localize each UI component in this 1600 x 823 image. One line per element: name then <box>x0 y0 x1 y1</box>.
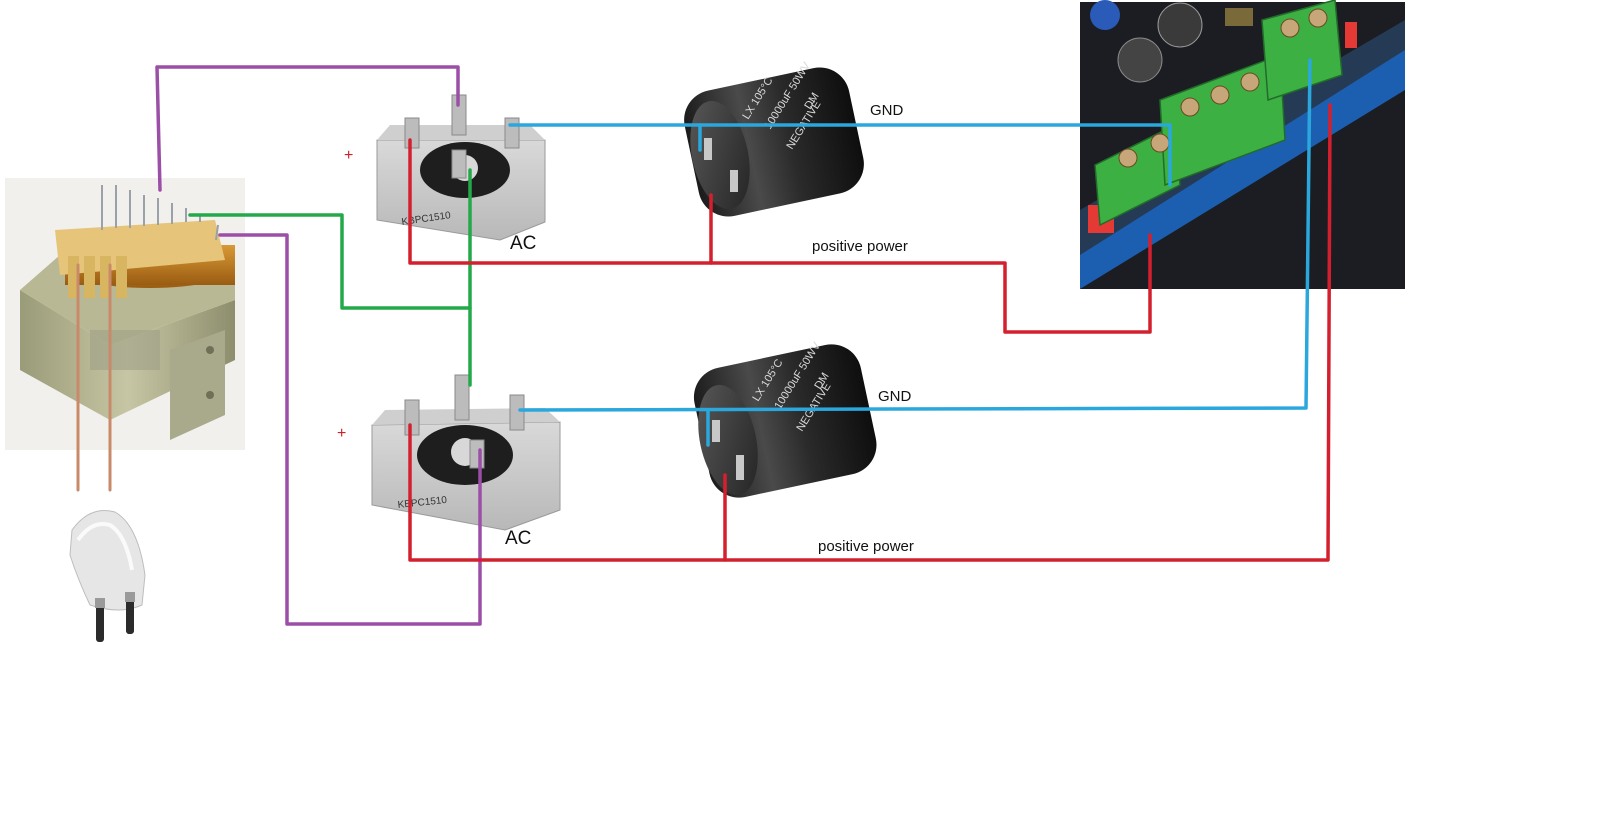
red-wire-top <box>408 138 1152 334</box>
gnd-label-bottom: GND <box>878 388 912 405</box>
capacitor-bottom: 10000uF 50WV NEGATIVE DM LX 105°C <box>693 340 877 498</box>
blue-wire-top <box>508 123 1172 187</box>
capacitor-top: 10000uF 50WV NEGATIVE DM LX 105°C <box>684 60 864 217</box>
amplifier-board-icon <box>1080 0 1405 289</box>
ac-label-top: AC <box>510 233 536 254</box>
plus-label-bottom: + <box>337 425 346 442</box>
power-plug-icon <box>69 510 146 642</box>
transformer-icon <box>5 178 245 450</box>
wires <box>76 58 1332 626</box>
bridge-rectifier-top: KBPC1510 <box>376 94 546 241</box>
purple-wire-top <box>155 65 460 192</box>
positive-power-label-bottom: positive power <box>818 538 914 555</box>
gnd-label-top: GND <box>870 102 904 119</box>
bridge-rectifier-bottom: KBPC1510 <box>371 374 561 531</box>
ac-label-bottom: AC <box>505 528 531 549</box>
plus-label-top: + <box>344 147 353 164</box>
green-wire-main <box>188 213 472 310</box>
purple-wire-bottom <box>218 233 482 626</box>
positive-power-label-top: positive power <box>812 238 908 255</box>
red-wire-bottom <box>408 103 1332 562</box>
blue-wire-bottom <box>518 58 1312 412</box>
